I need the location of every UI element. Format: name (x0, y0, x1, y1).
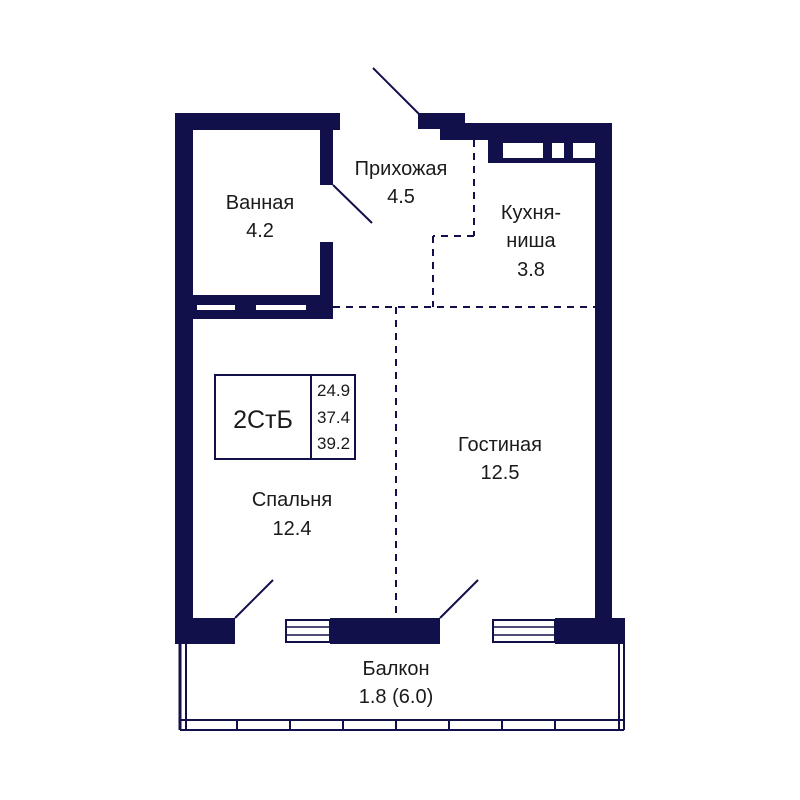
window-left (285, 619, 331, 643)
bedroom-balcony-door-swing (234, 579, 274, 619)
apartment-info-box: 2СтБ 24.9 37.4 39.2 (214, 374, 356, 460)
apartment-area-living: 24.9 (317, 381, 350, 400)
wall-bottom-right (555, 618, 625, 644)
bathroom-door-swing (332, 184, 373, 224)
window-right (492, 619, 556, 643)
living-balcony-door-swing (439, 579, 479, 619)
kitchen-window-gap-1 (503, 143, 543, 158)
doors (234, 67, 479, 619)
hallway-area: 4.5 (387, 186, 415, 208)
apartment-area-with-balcony: 39.2 (317, 434, 350, 453)
kitchen-name-line1: Кухня- (501, 202, 561, 224)
bathroom-name: Ванная (226, 192, 295, 214)
bathroom-window-gap-2 (256, 305, 306, 310)
apartment-type: 2СтБ (233, 406, 293, 434)
bedroom-area: 12.4 (273, 518, 312, 540)
kitchen-name-line2: ниша (506, 230, 556, 252)
wall-bathroom-right-upper (320, 113, 333, 185)
zone-boundaries (333, 140, 595, 618)
apartment-area-total: 37.4 (317, 408, 350, 427)
kitchen-window-gap-3 (573, 143, 595, 158)
wall-bathroom-right-lower (320, 242, 333, 307)
room-labels: Ванная 4.2 Прихожая 4.5 Кухня- ниша 3.8 … (226, 158, 561, 708)
living-area: 12.5 (481, 462, 520, 484)
hallway-name: Прихожая (355, 158, 448, 180)
balcony-structure (178, 644, 625, 731)
wall-bottom-middle (330, 618, 440, 644)
wall-top-left (175, 113, 340, 130)
balcony-area: 1.8 (6.0) (359, 686, 433, 708)
kitchen-area: 3.8 (517, 259, 545, 281)
balcony-name: Балкон (362, 658, 429, 680)
kitchen-window-gap-2 (552, 143, 564, 158)
bedroom-name: Спальня (252, 489, 332, 511)
living-name: Гостиная (458, 434, 542, 456)
windows (285, 619, 556, 643)
bathroom-window-gap-1 (197, 305, 235, 310)
walls (175, 113, 625, 644)
bathroom-area: 4.2 (246, 220, 274, 242)
wall-bottom-left (175, 618, 235, 644)
wall-left (175, 113, 193, 643)
entry-door-swing (372, 67, 421, 116)
wall-right (595, 123, 612, 623)
